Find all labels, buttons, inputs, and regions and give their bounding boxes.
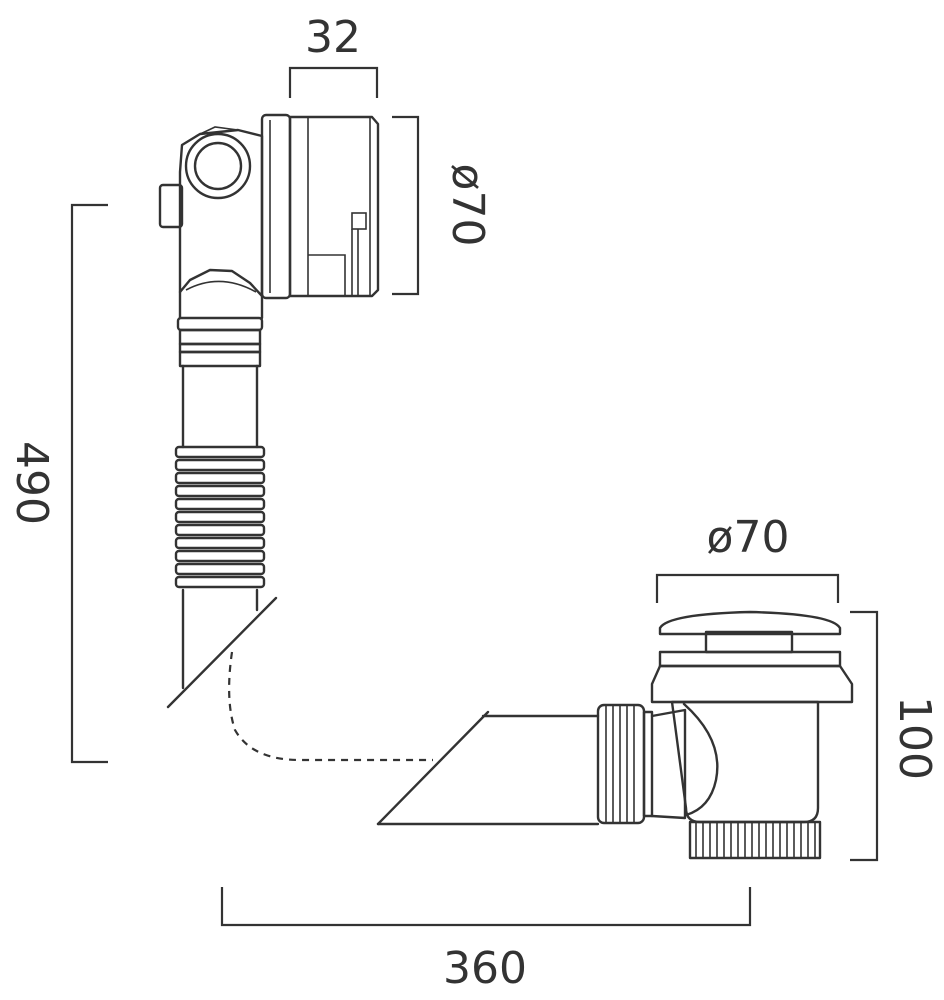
dim-overflow-width-bracket <box>288 66 379 98</box>
label-overall-height: 490 <box>6 441 57 525</box>
label-overflow-diameter: ø70 <box>442 164 493 247</box>
waste-pipe <box>376 710 600 826</box>
waste-flange <box>650 664 854 704</box>
overflow-head <box>158 113 380 300</box>
pipe-break-line-upper <box>166 596 278 709</box>
threaded-tail <box>688 820 822 860</box>
corrugated-hose <box>174 445 266 589</box>
label-overall-length: 360 <box>443 943 527 994</box>
dim-waste-diameter-bracket <box>655 573 840 603</box>
dim-overall-length-bracket <box>220 887 752 927</box>
dimension-lines <box>70 66 879 927</box>
popup-waste <box>596 610 854 860</box>
overflow-pipe <box>166 280 278 709</box>
dim-overflow-diameter-bracket <box>392 115 420 296</box>
pipe-break-line-lower <box>376 710 490 826</box>
overflow-side-stub <box>158 183 184 229</box>
waste-body <box>670 700 820 824</box>
label-waste-diameter: ø70 <box>707 512 790 563</box>
overflow-body <box>178 128 264 298</box>
waste-plug-cap <box>658 610 842 636</box>
label-waste-height: 100 <box>889 696 940 780</box>
overflow-cap <box>288 115 380 298</box>
overflow-flange <box>260 113 292 300</box>
waste-nut <box>596 703 646 825</box>
overflow-outlet-ring <box>184 132 252 200</box>
dim-overall-height-bracket <box>70 203 108 764</box>
hidden-connection-dashed <box>228 651 433 762</box>
dim-waste-height-bracket <box>850 610 879 862</box>
label-overflow-width: 32 <box>305 12 361 63</box>
